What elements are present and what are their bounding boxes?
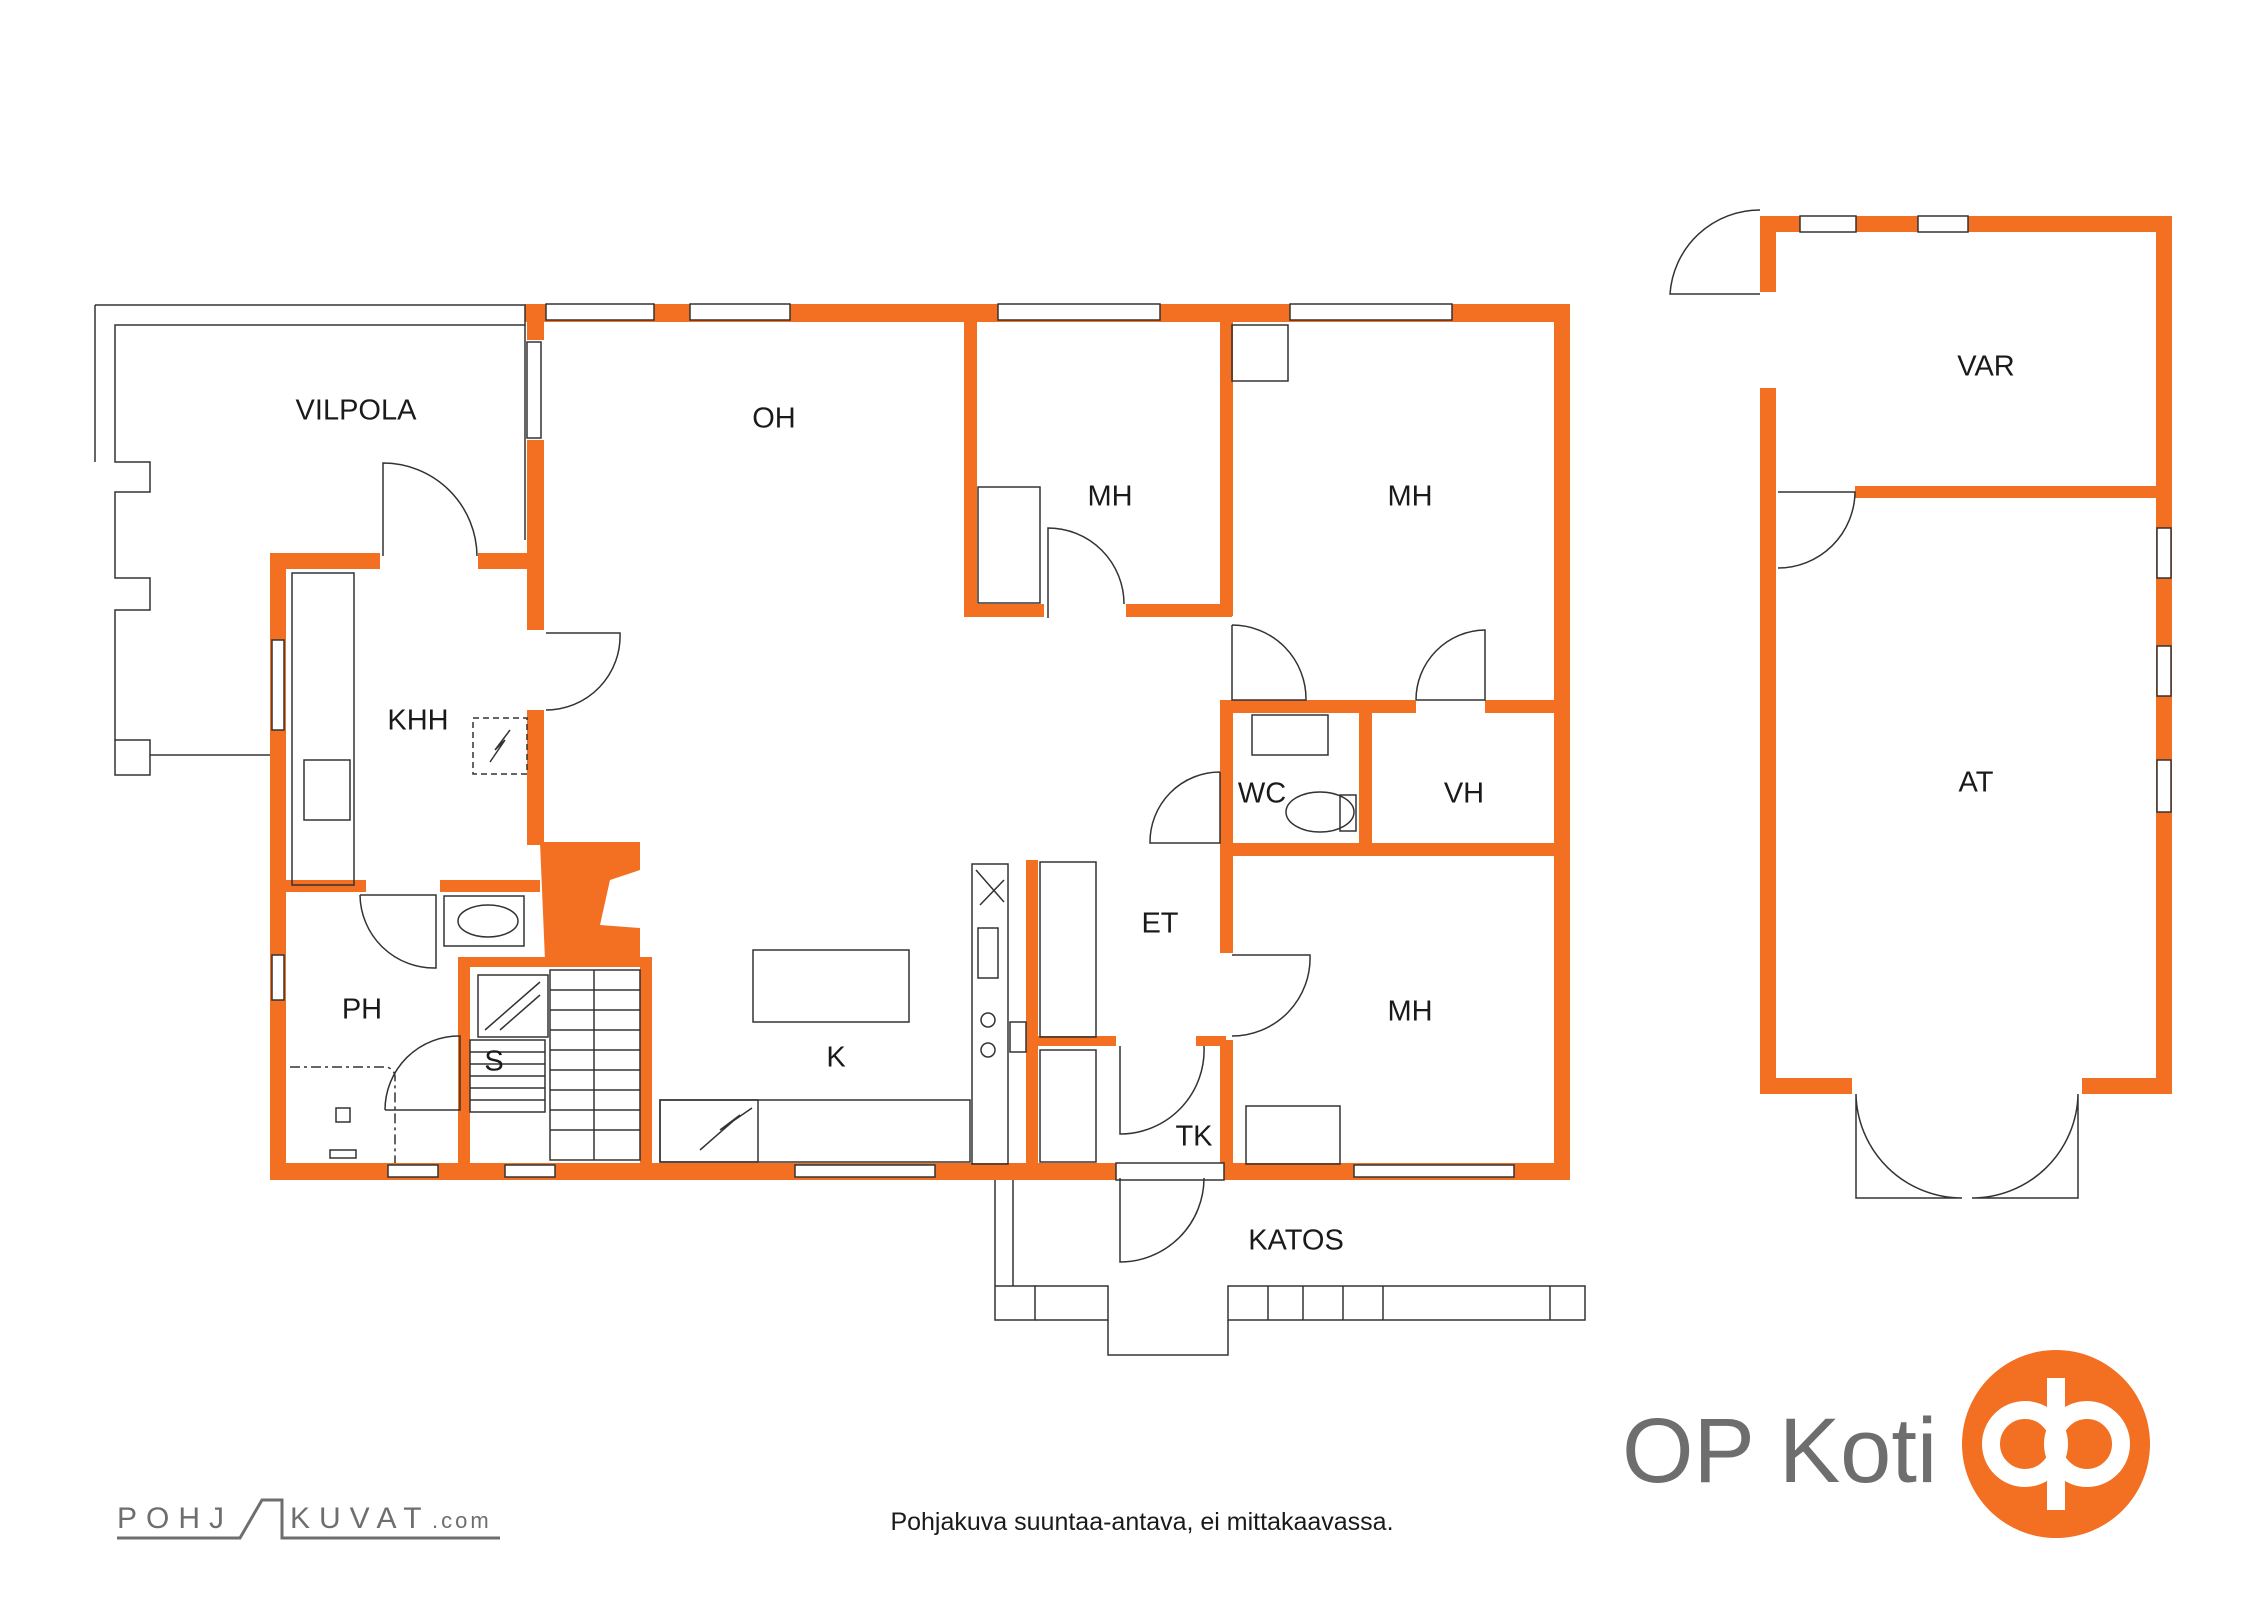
label-khh: KHH [387,705,448,737]
garage-walls [1669,209,2172,1199]
disclaimer-text: Pohjakuva suuntaa-antava, ei mittakaavas… [890,1508,1393,1536]
label-k: K [826,1042,846,1074]
watermark-suffix: .com [432,1508,492,1533]
label-mh-2: MH [1387,481,1432,513]
label-mh-1: MH [1087,481,1132,513]
label-vilpola: VILPOLA [296,395,418,427]
brand-name: OP Koti [1622,1400,1937,1502]
pohjakuvat-watermark: POHJ KUVAT .com [117,1498,500,1540]
label-at: AT [1959,767,1994,799]
label-et: ET [1141,908,1178,940]
doors [359,462,1486,1263]
label-var: VAR [1957,351,2014,383]
label-wc: WC [1238,778,1286,810]
label-tk: TK [1175,1121,1213,1153]
label-s: S [484,1046,503,1078]
vilpola-porch [94,304,526,776]
label-oh: OH [752,403,796,435]
fixtures [290,324,1357,1165]
label-mh-3: MH [1387,996,1432,1028]
label-katos: KATOS [1248,1225,1344,1257]
label-vh: VH [1444,778,1484,810]
label-ph: PH [342,994,382,1026]
watermark-right: KUVAT [290,1502,431,1535]
katos-canopy [994,1180,1586,1356]
op-logo-icon [1962,1350,2150,1538]
windows [271,303,1515,1181]
watermark-underline [117,1498,500,1540]
watermark-left: POHJ [117,1502,233,1535]
main-house-walls [270,304,1570,1180]
